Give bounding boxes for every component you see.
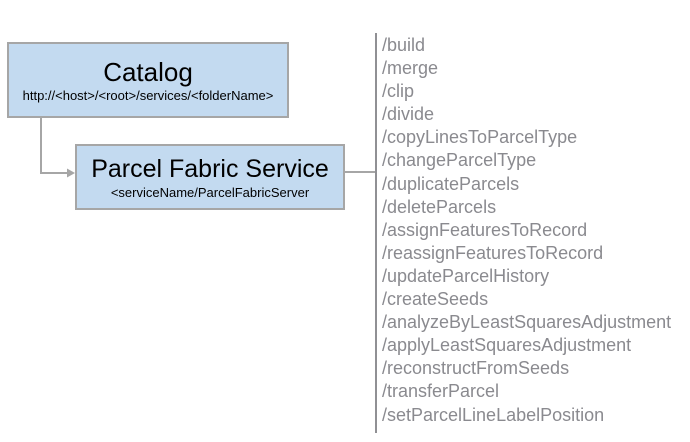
service-to-list-connector	[344, 171, 376, 173]
catalog-node: Catalog http://<host>/<root>/services/<f…	[7, 42, 289, 118]
endpoint-item: /reassignFeaturesToRecord	[382, 242, 604, 263]
endpoint-item: /setParcelLineLabelPosition	[382, 404, 605, 425]
service-url-template: <serviceName/ParcelFabricServer	[110, 184, 310, 200]
endpoint-item: /transferParcel	[382, 381, 500, 402]
endpoint-item: /assignFeaturesToRecord	[382, 219, 588, 240]
endpoint-item: /changeParcelType	[382, 150, 537, 171]
endpoint-item: /reconstructFromSeeds	[382, 358, 570, 379]
catalog-url-template: http://<host>/<root>/services/<folderNam…	[22, 87, 274, 103]
endpoint-item: /deleteParcels	[382, 196, 497, 217]
endpoint-item: /copyLinesToParcelType	[382, 127, 578, 148]
service-title: Parcel Fabric Service	[91, 154, 329, 183]
endpoint-item: /build	[382, 35, 426, 55]
endpoint-item: /clip	[382, 81, 415, 102]
endpoint-item: /analyzeByLeastSquaresAdjustment	[382, 312, 672, 333]
endpoint-item: /applyLeastSquaresAdjustment	[382, 335, 632, 356]
endpoint-item: /duplicateParcels	[382, 173, 520, 194]
parcel-fabric-service-node: Parcel Fabric Service <serviceName/Parce…	[75, 144, 345, 210]
arrowhead-icon	[67, 168, 75, 178]
endpoint-item: /divide	[382, 104, 435, 125]
endpoint-list-divider	[375, 33, 377, 433]
catalog-title: Catalog	[103, 56, 193, 87]
endpoint-item: /merge	[382, 58, 439, 79]
endpoint-item: /updateParcelHistory	[382, 265, 550, 286]
catalog-to-service-connector	[40, 117, 75, 178]
endpoint-item: /createSeeds	[382, 289, 489, 310]
endpoint-list: /build /merge /clip /divide /copyLinesTo…	[382, 34, 671, 427]
